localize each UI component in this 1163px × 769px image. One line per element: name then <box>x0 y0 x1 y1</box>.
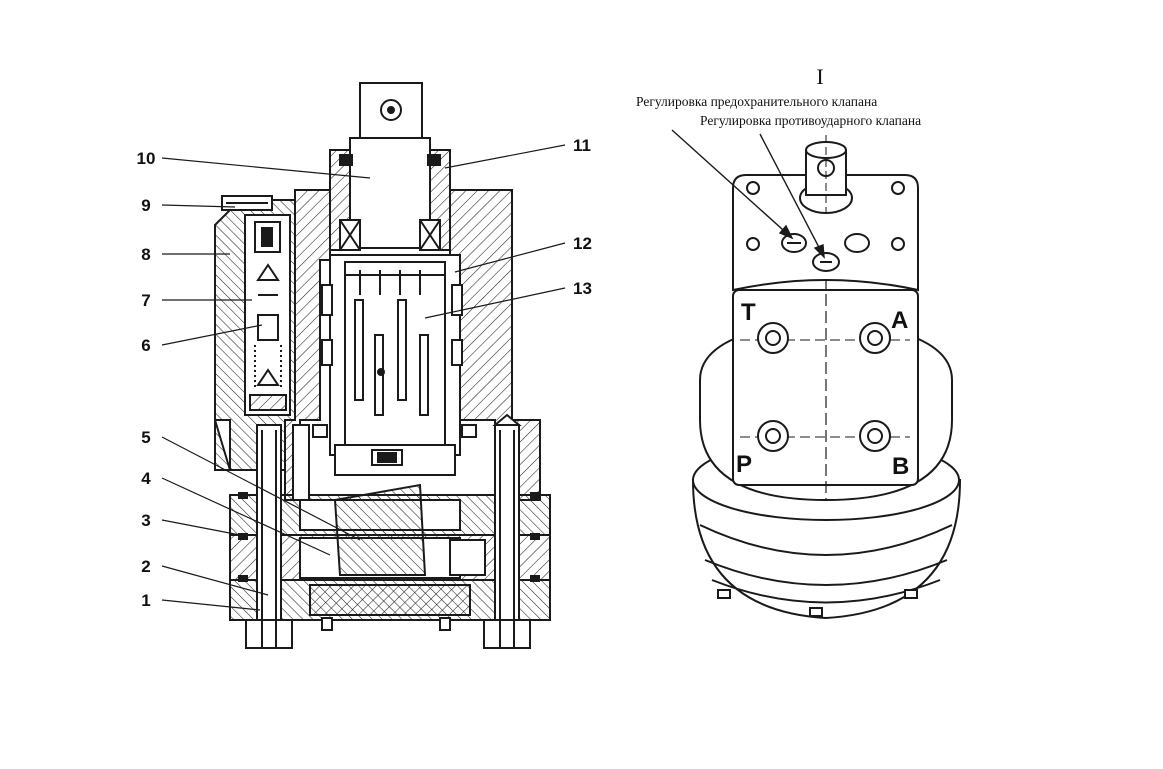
o-rings <box>238 492 540 582</box>
valve-block <box>732 174 919 292</box>
tie-bolt-inner <box>292 424 477 631</box>
tie-bolt-right <box>483 413 531 649</box>
drive-pin <box>334 444 456 476</box>
port-p-hole <box>757 420 789 452</box>
part-label-7: 7 <box>141 291 150 310</box>
control-spool <box>321 254 463 456</box>
antishock-valve-annotation: Регулировка противоударного клапана <box>700 113 921 128</box>
port-t-hole <box>757 322 789 354</box>
part-label-10: 10 <box>137 149 156 168</box>
part-label-13: 13 <box>573 279 592 298</box>
part-label-5: 5 <box>141 428 150 447</box>
port-label-t: T <box>741 299 756 326</box>
part-label-2: 2 <box>141 557 150 576</box>
part-label-9: 9 <box>141 196 150 215</box>
section-view <box>161 82 566 649</box>
part-label-1: 1 <box>141 591 150 610</box>
port-label-b: B <box>892 453 909 480</box>
port-labels: T A P B <box>736 299 909 480</box>
port-label-a: A <box>891 307 908 334</box>
tie-bolt-left <box>245 424 293 649</box>
safety-valve-annotation: Регулировка предохранительного клапана <box>636 94 877 109</box>
part-number-labels: 1 2 3 4 5 6 7 8 9 10 11 12 13 <box>137 136 592 610</box>
port-block <box>732 260 919 500</box>
port-label-p: P <box>736 451 752 478</box>
end-cover <box>229 579 551 621</box>
port-a-hole <box>859 322 891 354</box>
part-label-11: 11 <box>573 136 591 155</box>
part-label-3: 3 <box>141 511 150 530</box>
output-shaft <box>799 135 853 214</box>
port-b-hole <box>859 420 891 452</box>
part-label-6: 6 <box>141 336 150 355</box>
part-label-4: 4 <box>141 469 151 488</box>
external-view <box>671 129 962 620</box>
leader-lines <box>161 144 566 611</box>
view-title: I <box>816 64 823 89</box>
input-shaft <box>349 82 431 249</box>
part-label-12: 12 <box>573 234 592 253</box>
part-label-8: 8 <box>141 245 150 264</box>
adjustment-arrows <box>671 129 825 259</box>
